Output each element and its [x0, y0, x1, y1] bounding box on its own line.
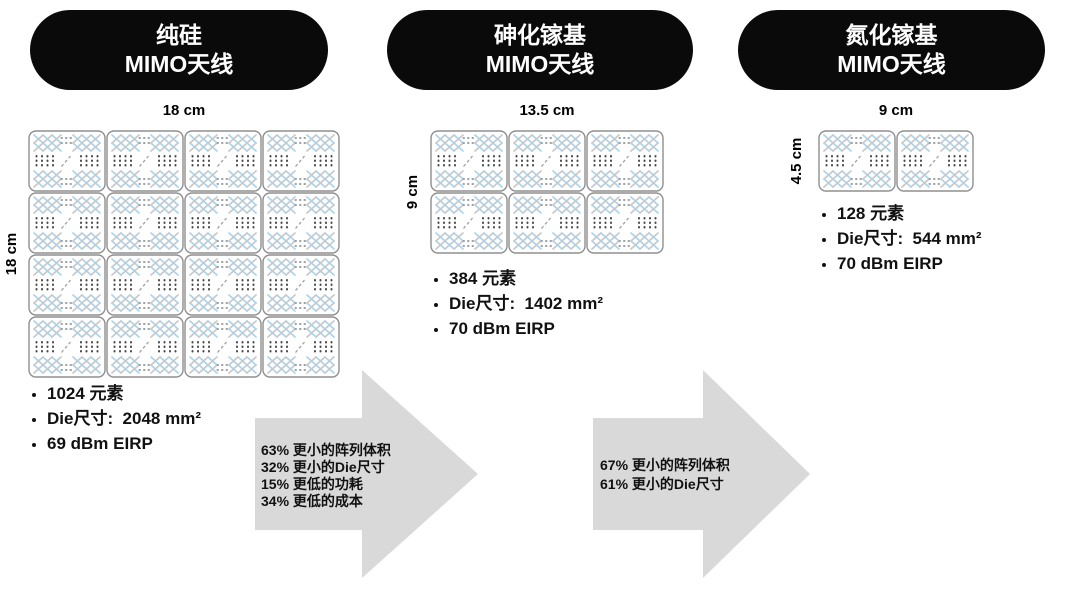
antenna-tile: [262, 192, 340, 254]
tech-pill-gan: 氮化镓基 MIMO天线: [738, 10, 1045, 90]
antenna-tile: [184, 130, 262, 192]
antenna-tile: [586, 192, 664, 254]
antenna-tile: [818, 130, 896, 192]
antenna-tile: [28, 254, 106, 316]
si-spec-elements: 1024 元素: [47, 381, 367, 406]
antenna-tile: [28, 316, 106, 378]
antenna-tile: [430, 130, 508, 192]
arrow-2-benefit-volume: 67% 更小的阵列体积: [600, 457, 730, 473]
gaas-spec-list: 384 元素 Die尺寸: 1402 mm² 70 dBm EIRP: [432, 266, 749, 341]
arrow-1-benefit-volume: 63% 更小的阵列体积: [261, 442, 391, 458]
gaas-height-dimension-label: 9 cm: [404, 174, 421, 210]
antenna-tile: [262, 254, 340, 316]
antenna-tile: [508, 130, 586, 192]
gaas-spec-die-size: Die尺寸: 1402 mm²: [449, 291, 749, 316]
antenna-tile: [184, 316, 262, 378]
tech-pill-gaas: 砷化镓基 MIMO天线: [387, 10, 693, 90]
tech-pill-title-line2: MIMO天线: [124, 51, 234, 77]
antenna-tile: [106, 192, 184, 254]
tech-pill-title-line2: MIMO天线: [837, 51, 946, 77]
arrow-2-benefit-die: 61% 更小的Die尺寸: [600, 476, 724, 492]
gaas-width-dimension-label: 13.5 cm: [519, 102, 575, 119]
gan-spec-elements: 128 元素: [837, 201, 1080, 226]
gan-spec-die-size: Die尺寸: 544 mm²: [837, 226, 1080, 251]
antenna-tile: [184, 192, 262, 254]
transition-arrow-2: [593, 370, 810, 578]
gaas-spec-eirp: 70 dBm EIRP: [449, 316, 749, 341]
arrow-1-benefit-die: 32% 更小的Die尺寸: [261, 459, 385, 475]
tech-pill-pure-silicon: 纯硅 MIMO天线: [30, 10, 328, 90]
si-spec-die-size: Die尺寸: 2048 mm²: [47, 406, 367, 431]
tech-pill-title-line2: MIMO天线: [485, 51, 595, 77]
si-antenna-array: [28, 130, 340, 378]
antenna-tile: [184, 254, 262, 316]
gan-spec-eirp: 70 dBm EIRP: [837, 251, 1080, 276]
gaas-spec-elements: 384 元素: [449, 266, 749, 291]
antenna-tile: [28, 130, 106, 192]
antenna-tile: [430, 192, 508, 254]
antenna-tile: [106, 130, 184, 192]
antenna-tile: [586, 130, 664, 192]
si-height-dimension-label: 18 cm: [3, 232, 20, 276]
antenna-tile: [508, 192, 586, 254]
si-spec-list: 1024 元素 Die尺寸: 2048 mm² 69 dBm EIRP: [30, 381, 367, 456]
transition-arrow-1: [255, 370, 478, 578]
gan-width-dimension-label: 9 cm: [878, 102, 914, 119]
gan-antenna-array: [818, 130, 974, 192]
tech-pill-title-line1: 氮化镓基: [845, 22, 938, 48]
tech-pill-title-line1: 砷化镓基: [494, 22, 586, 48]
si-width-dimension-label: 18 cm: [162, 102, 206, 119]
antenna-tile: [106, 254, 184, 316]
arrow-1-benefit-power: 15% 更低的功耗: [261, 476, 363, 492]
arrow-2-benefits: 67% 更小的阵列体积 61% 更小的Die尺寸: [600, 456, 730, 494]
gan-spec-list: 128 元素 Die尺寸: 544 mm² 70 dBm EIRP: [820, 201, 1080, 276]
antenna-tile: [262, 316, 340, 378]
arrow-1-benefit-cost: 34% 更低的成本: [261, 493, 363, 509]
gan-height-dimension-label: 4.5 cm: [788, 137, 805, 185]
tech-pill-title-line1: 纯硅: [156, 22, 202, 48]
gaas-antenna-array: [430, 130, 664, 254]
antenna-tile: [106, 316, 184, 378]
antenna-tile: [896, 130, 974, 192]
antenna-tile: [28, 192, 106, 254]
antenna-tile: [262, 130, 340, 192]
si-spec-eirp: 69 dBm EIRP: [47, 431, 367, 456]
arrow-1-benefits: 63% 更小的阵列体积 32% 更小的Die尺寸 15% 更低的功耗 34% 更…: [261, 442, 391, 510]
